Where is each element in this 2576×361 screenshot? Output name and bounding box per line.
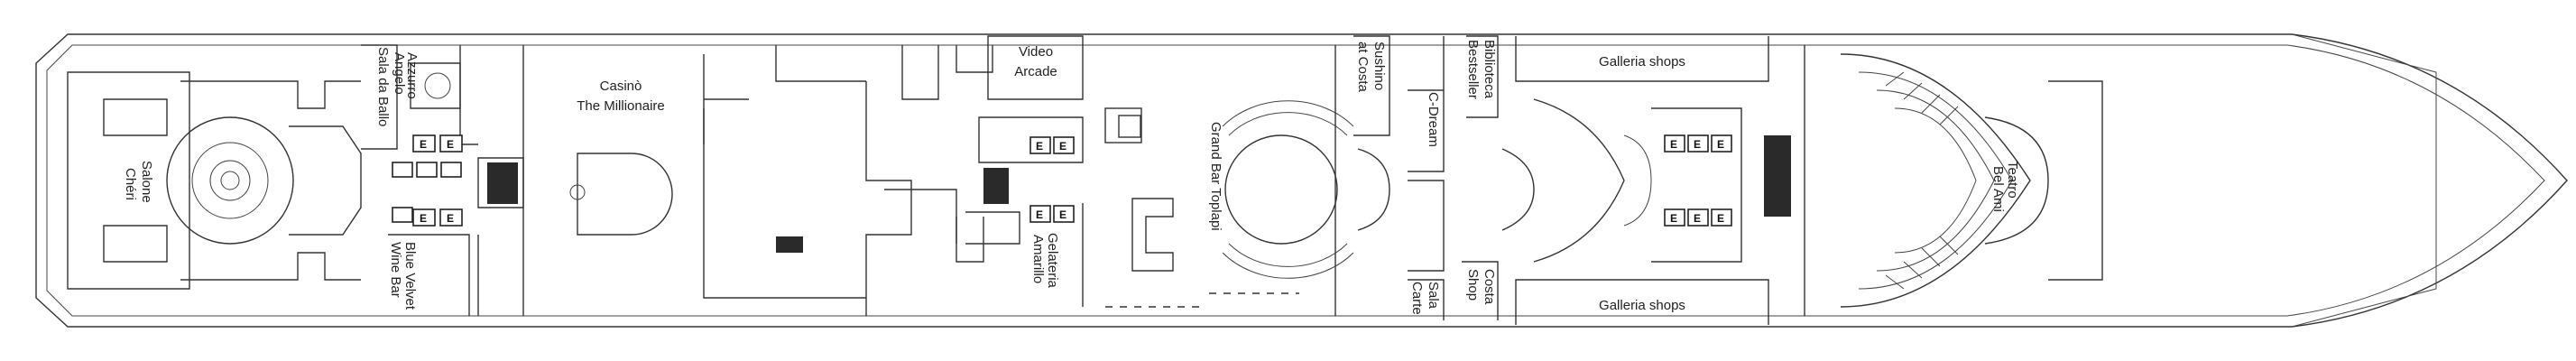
elevator-icon-11: E [1717,138,1724,151]
label-sala-carte-2: Carte [1409,282,1425,315]
hull-inner [46,44,2545,317]
elevator-bank-left [392,134,463,227]
label-sushino-1: Sushino [1371,42,1387,90]
label-casino-1: Casinò [600,79,642,94]
elevator-icon-6: E [1059,140,1066,153]
grand-bar-area [1222,45,1354,316]
label-sala-carte-1: Sala [1426,282,1441,310]
label-biblioteca-2: Bestseller [1465,40,1481,99]
railing-dashes [1105,292,1299,308]
label-salone-cheri-1: Salone [139,161,154,203]
sala-carte-area [1408,261,1499,320]
stairs-left [477,157,524,208]
elevator-icon-13: E [1694,212,1701,225]
label-video-arcade-2: Arcade [1014,64,1057,79]
label-sala-ballo-1: Sala da Ballo [375,47,391,126]
sushino-area [1353,35,1499,272]
elevator-icon-9: E [1670,138,1677,151]
label-galleria-top: Galleria shops [1599,54,1685,69]
label-salone-cheri-2: Chéri [123,168,138,200]
label-galleria-bottom: Galleria shops [1599,298,1685,313]
elevator-icon-2: E [447,138,454,151]
label-biblioteca-1: Biblioteca [1482,40,1497,99]
label-sala-ballo-3: Azzurro [404,52,420,99]
elevator-bank-atrium [1664,134,1791,227]
label-teatro-2: Bel Ami [1990,166,2006,212]
video-arcade-area [987,35,1084,100]
galleria-area [1501,36,1769,325]
blue-velvet-area [388,234,479,316]
label-gelateria-1: Gelateria [1045,233,1060,289]
label-sala-ballo-2: Angelo [392,52,407,95]
label-sushino-2: at Costa [1355,42,1371,93]
label-costa-shop-2: Shop [1465,269,1481,301]
elevator-icon-3: E [420,212,427,225]
elevator-icon-7: E [1036,208,1043,221]
mid-rooms [703,45,993,316]
hull-outline [35,33,2568,328]
elevator-icon-5: E [1036,140,1043,153]
elevator-icon-14: E [1717,212,1724,225]
elevator-bank-middle [956,107,1142,263]
label-video-arcade-1: Video [1019,44,1053,60]
label-teatro-1: Teatro [2005,161,2020,199]
elevator-icon-8: E [1059,208,1066,221]
elevator-icon-12: E [1670,212,1677,225]
label-gelateria-2: Amarillo [1030,235,1046,283]
bow-line [2291,33,2437,328]
label-blue-velvet-2: Wine Bar [388,242,403,298]
label-costa-shop-1: Costa [1482,269,1497,305]
label-grand-bar: Grand Bar Toplapi [1208,122,1223,231]
elevator-icon-4: E [447,212,454,225]
label-blue-velvet-1: Blue Velvet [402,242,418,310]
elevator-icon-1: E [420,138,427,151]
label-casino-2: The Millionaire [577,98,665,114]
elevator-icon-10: E [1694,138,1701,151]
label-c-dream: C-Dream [1426,92,1441,147]
gelateria-area [1082,198,1174,307]
teatro-area [1804,45,2103,316]
salone-cheri-area [67,71,362,290]
